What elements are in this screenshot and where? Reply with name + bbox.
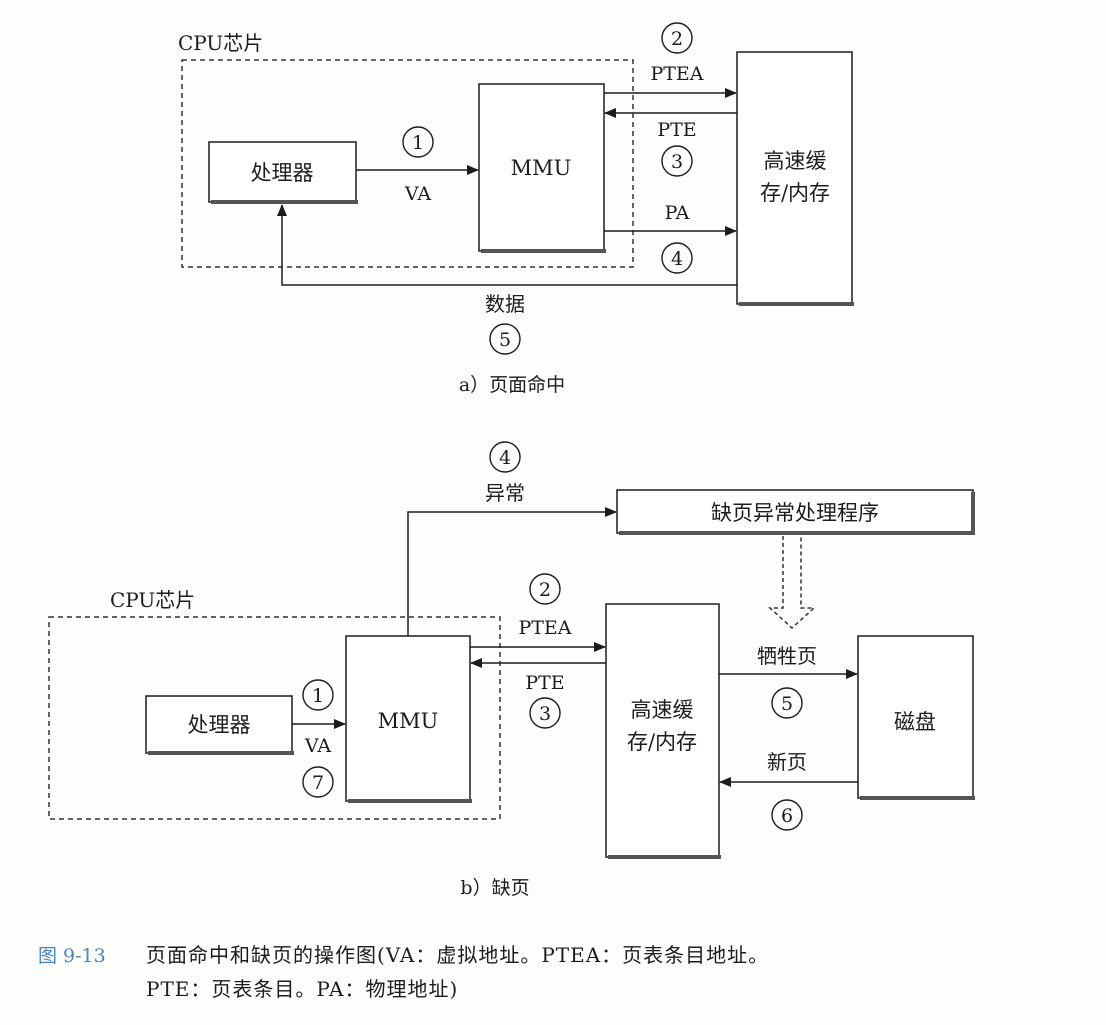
- mmu-box: MMU: [345, 635, 472, 803]
- step-1-badge: 1: [402, 126, 434, 158]
- subtitle-b: b）缺页: [460, 877, 529, 899]
- subtitle-a: a）页面命中: [459, 374, 565, 396]
- va-label: VA: [304, 735, 331, 757]
- ptea-label: PTEA: [518, 617, 571, 639]
- disk-box: 磁盘: [857, 635, 975, 800]
- data-return-arrow: [277, 204, 737, 286]
- data-label: 数据: [485, 292, 525, 316]
- exception-arrow: [407, 507, 617, 636]
- pte-label: PTE: [525, 672, 564, 694]
- cpu-chip-label: CPU芯片: [178, 31, 263, 55]
- memory-label-line2: 存/内存: [760, 181, 830, 205]
- caption-line-1: 页面命中和缺页的操作图(VA：虚拟地址。PTEA：页表条目地址。: [146, 943, 769, 967]
- step-3-badge: 3: [529, 697, 561, 729]
- caption-line-2: PTE：页表条目。PA：物理地址): [146, 977, 458, 1001]
- pte-label: PTE: [657, 119, 696, 141]
- cpu-chip-boundary: [48, 616, 501, 820]
- mmu-box: MMU: [478, 83, 606, 253]
- figure-caption: 图 9-13 页面命中和缺页的操作图(VA：虚拟地址。PTEA：页表条目地址。 …: [38, 943, 769, 1001]
- svg-text:5: 5: [499, 329, 511, 351]
- svg-text:2: 2: [539, 579, 551, 601]
- step-4-badge: 4: [661, 242, 693, 274]
- memory-box: 高速缓 存/内存: [736, 51, 854, 306]
- cpu-chip-label: CPU芯片: [110, 588, 195, 612]
- svg-text:6: 6: [781, 805, 793, 827]
- memory-box: 高速缓 存/内存: [605, 603, 721, 859]
- va-label: VA: [404, 183, 431, 205]
- step-6-badge: 6: [771, 799, 803, 831]
- step-2-badge: 2: [661, 22, 693, 54]
- memory-label-line1: 高速缓: [631, 698, 694, 722]
- svg-text:1: 1: [312, 685, 324, 707]
- svg-text:5: 5: [781, 693, 793, 715]
- svg-text:4: 4: [499, 447, 511, 469]
- handler-label: 缺页异常处理程序: [711, 501, 879, 525]
- step-5-badge: 5: [489, 323, 521, 355]
- handler-to-memory-dashed-arrow: [768, 536, 816, 630]
- ptea-label: PTEA: [650, 63, 703, 85]
- page-fault-handler-box: 缺页异常处理程序: [616, 489, 975, 535]
- processor-box: 处理器: [208, 141, 358, 204]
- diagram-a-page-hit: CPU芯片 处理器 MMU 高速缓 存/内存 1 VA 2: [178, 22, 854, 396]
- svg-text:2: 2: [671, 28, 683, 50]
- svg-text:3: 3: [539, 703, 551, 725]
- svg-text:1: 1: [412, 132, 424, 154]
- svg-text:4: 4: [671, 248, 683, 270]
- victim-page-label: 牺牲页: [757, 644, 817, 668]
- step-4-badge: 4: [489, 441, 521, 473]
- disk-label: 磁盘: [894, 710, 936, 734]
- mmu-label: MMU: [378, 709, 439, 733]
- memory-label-line1: 高速缓: [764, 149, 827, 173]
- caption-number: 图 9-13: [38, 945, 106, 967]
- svg-text:7: 7: [312, 772, 324, 794]
- step-2-badge: 2: [529, 573, 561, 605]
- step-7-badge: 7: [302, 766, 334, 798]
- step-3-badge: 3: [661, 145, 693, 177]
- new-page-label: 新页: [767, 750, 807, 774]
- step-5-badge: 5: [771, 687, 803, 719]
- diagram-b-page-fault: CPU芯片 处理器 MMU 高速缓 存/内存 缺页异常处理程序 磁盘: [48, 441, 975, 899]
- exception-label: 异常: [485, 481, 525, 505]
- pa-label: PA: [665, 202, 690, 224]
- cpu-chip-boundary: [181, 59, 634, 268]
- mmu-label: MMU: [511, 156, 572, 180]
- processor-label: 处理器: [188, 713, 251, 737]
- memory-label-line2: 存/内存: [627, 730, 697, 754]
- svg-text:3: 3: [671, 151, 683, 173]
- step-1-badge: 1: [302, 679, 334, 711]
- processor-box: 处理器: [145, 695, 294, 755]
- processor-label: 处理器: [251, 161, 314, 185]
